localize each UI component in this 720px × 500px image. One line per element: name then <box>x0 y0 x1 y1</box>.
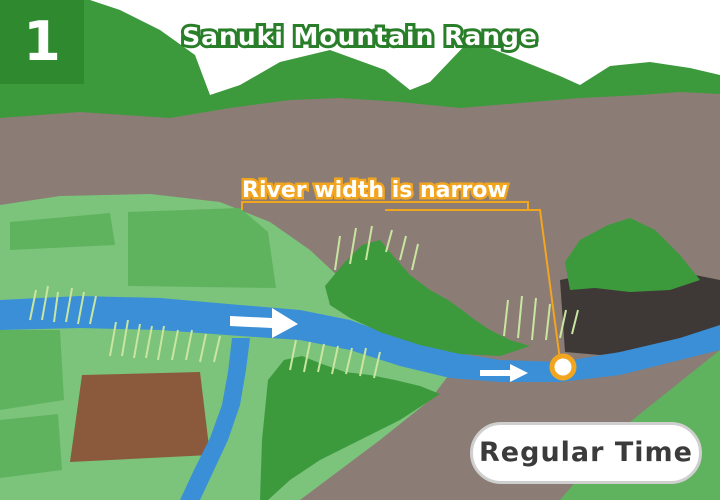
field-bottom-left <box>0 414 62 478</box>
flow-arrow-lower <box>480 364 528 382</box>
cliff <box>560 268 720 355</box>
mountain-range-title: Sanuki Mountain Range <box>179 19 540 54</box>
field-left <box>0 330 64 410</box>
hill-bottom <box>260 356 440 500</box>
hill-right <box>565 218 700 292</box>
hill-middle <box>325 240 530 356</box>
tributary <box>180 338 250 500</box>
river-width-callout: River width is narrow <box>240 176 511 206</box>
field-top-left <box>10 213 115 250</box>
narrow-point-marker <box>549 353 577 381</box>
grass-clumps <box>29 225 579 379</box>
callout-leader <box>241 201 561 361</box>
step-number-badge: 1 <box>0 0 84 84</box>
field-top-mid <box>128 208 276 288</box>
river <box>0 296 720 382</box>
flow-arrow-upper <box>230 308 298 338</box>
regular-time-badge: Regular Time <box>470 422 702 484</box>
soil-field <box>70 372 210 462</box>
